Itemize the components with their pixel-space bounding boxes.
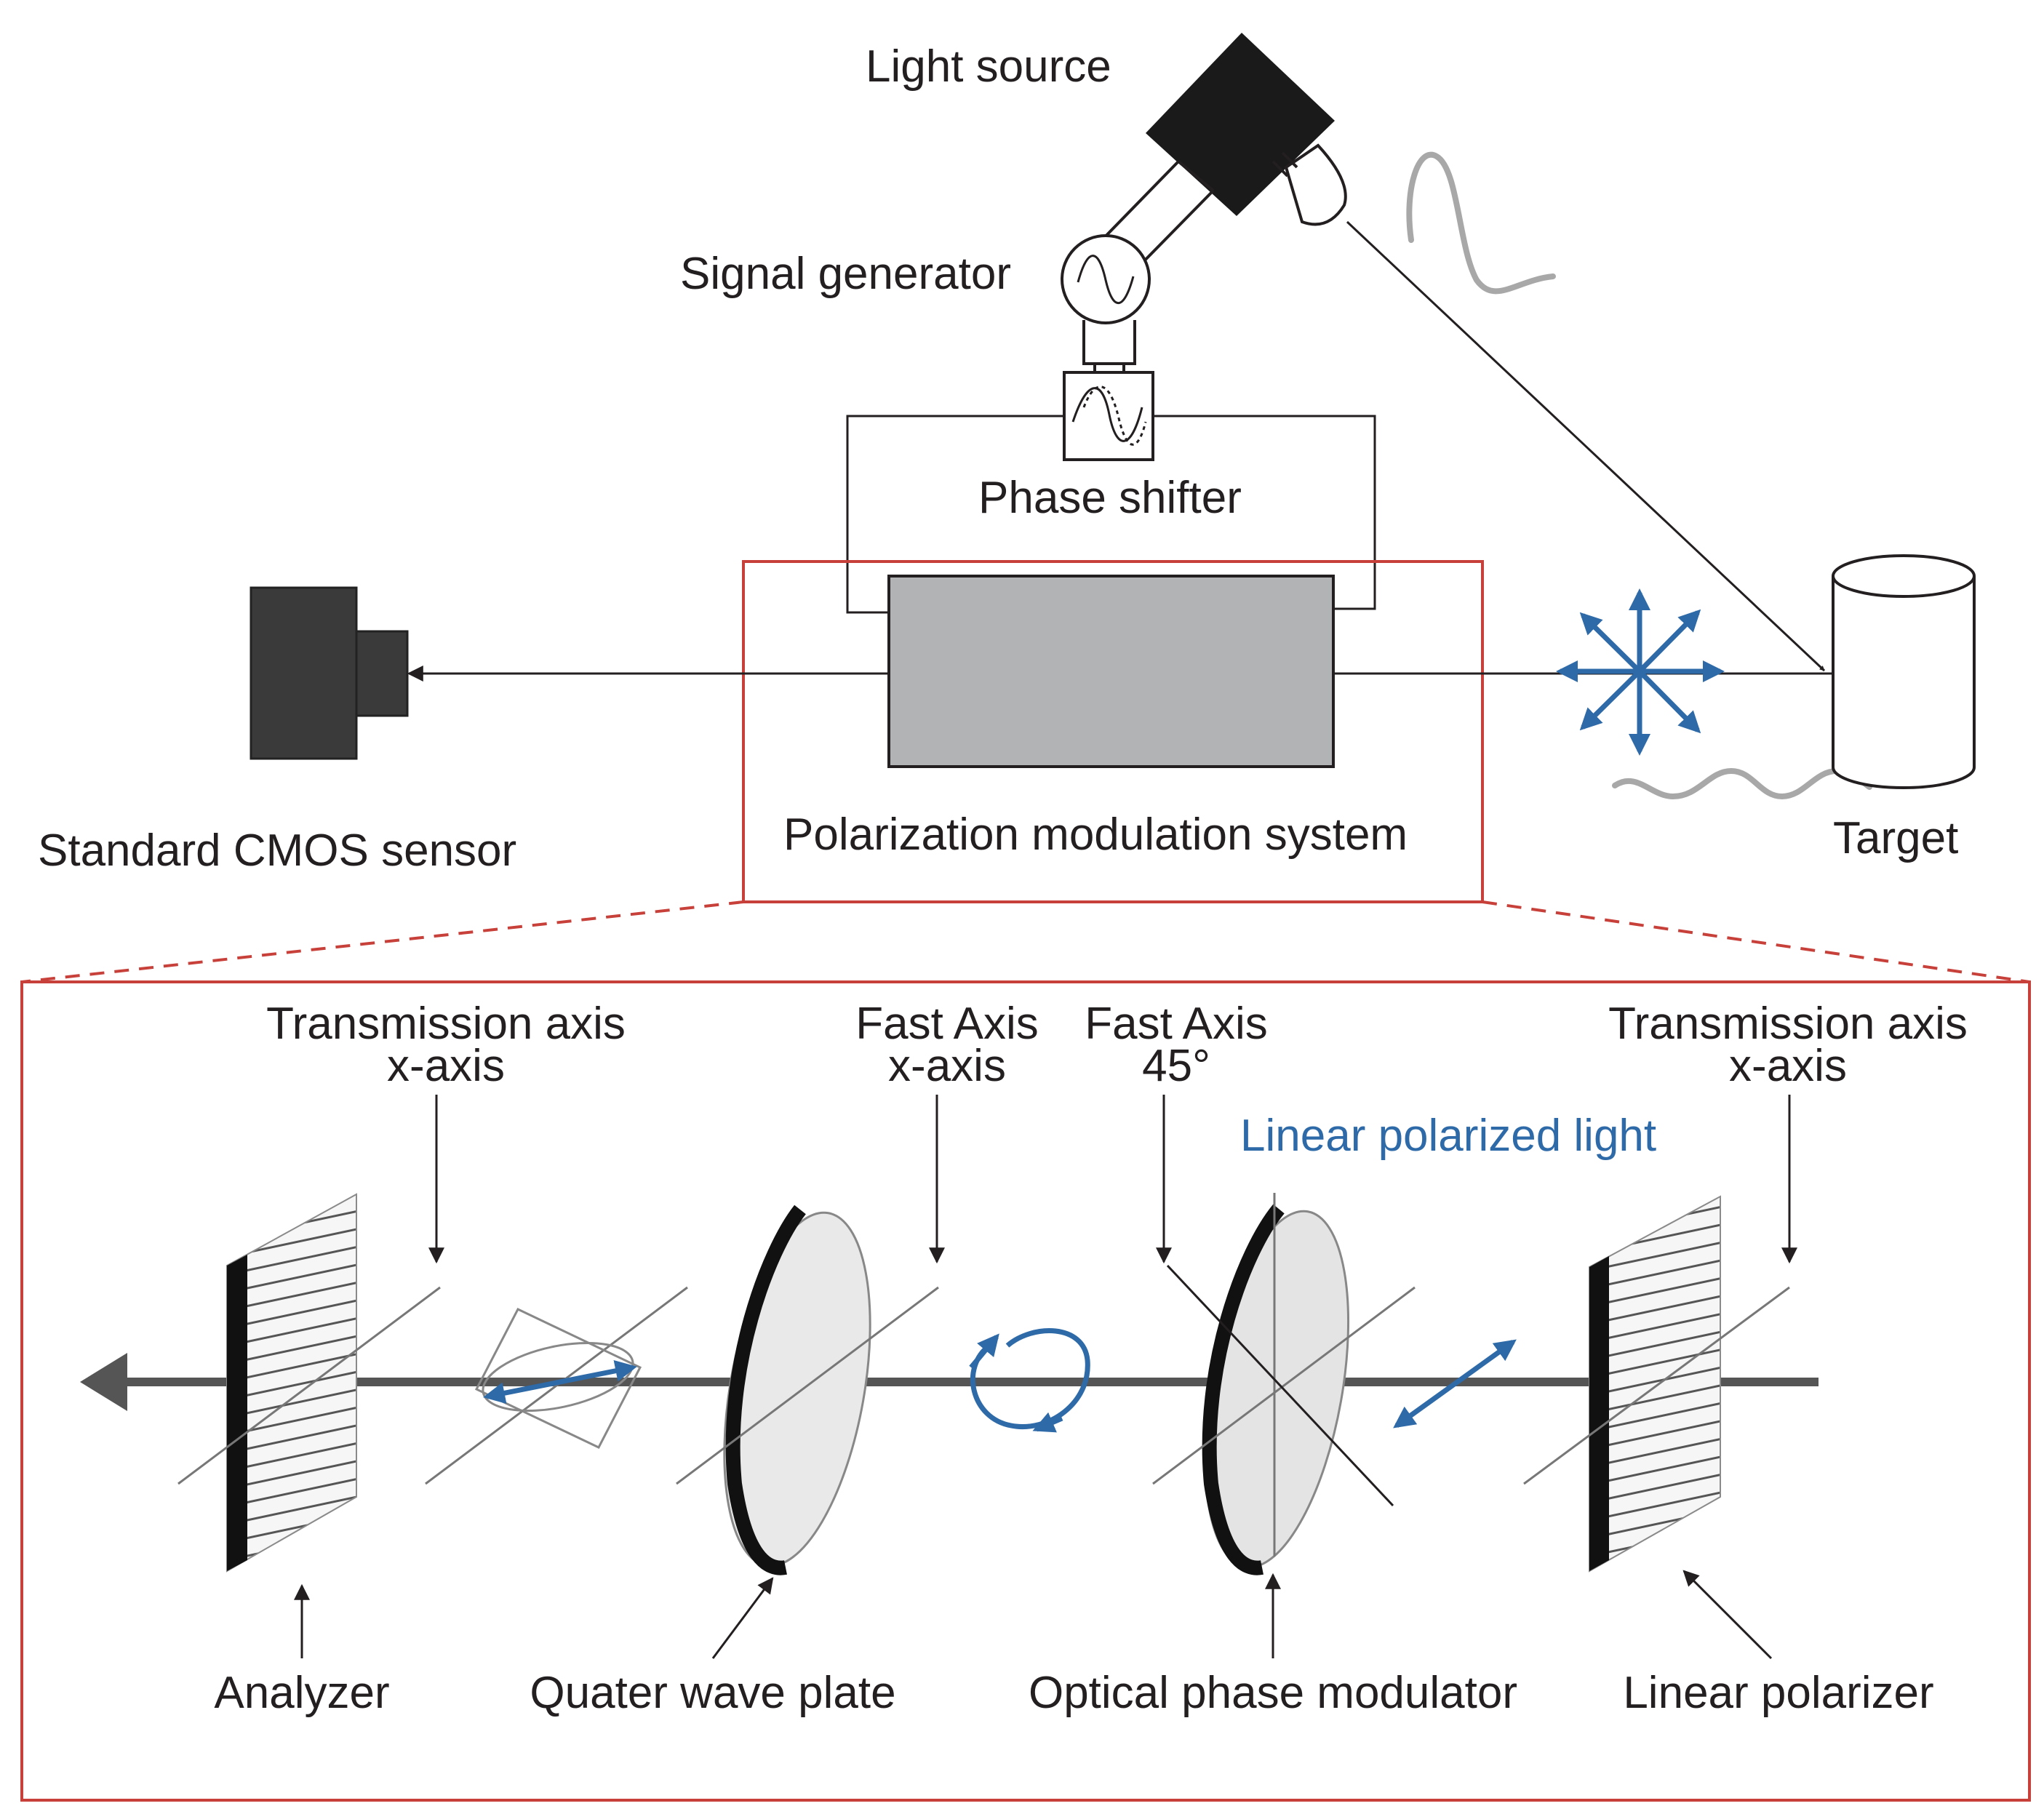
light-source-label: Light source bbox=[866, 41, 1111, 92]
zoom-line-right bbox=[1482, 900, 2030, 983]
quarter-wave-plate bbox=[676, 1204, 939, 1575]
polarizer-pointer bbox=[1682, 1570, 1773, 1660]
phase-shifter bbox=[1063, 371, 1154, 461]
polarizer-label: Linear polarizer bbox=[1623, 1668, 1933, 1718]
analyzer-axis-label-1: Transmission axis bbox=[266, 999, 626, 1049]
detail-frame bbox=[20, 980, 2031, 1802]
opm-axis-label-2: 45° bbox=[1142, 1041, 1210, 1091]
opm-axis-label-1: Fast Axis bbox=[1085, 999, 1268, 1049]
target-cylinder bbox=[1832, 554, 1976, 789]
linear-polarization-arrow bbox=[1393, 1339, 1517, 1429]
opm-label: Optical phase modulator bbox=[1029, 1668, 1517, 1718]
target-label: Target bbox=[1833, 813, 1958, 863]
reflected-light-wave bbox=[1612, 767, 1872, 800]
modulator-wiring bbox=[846, 415, 1376, 614]
analyzer-axis-label-2: x-axis bbox=[387, 1041, 505, 1091]
analyzer-label: Analyzer bbox=[214, 1668, 389, 1718]
cmos-label: Standard CMOS sensor bbox=[38, 826, 516, 876]
light-source bbox=[1146, 33, 1347, 226]
signal-generator-label: Signal generator bbox=[680, 249, 1011, 299]
qwp-pointer bbox=[711, 1577, 774, 1659]
zoom-line-left bbox=[21, 900, 744, 983]
signal-generator bbox=[1061, 234, 1151, 324]
linear-polarizer bbox=[1523, 1195, 1790, 1573]
elliptical-polarization-icon bbox=[969, 1328, 1090, 1433]
optical-axis-arrowhead bbox=[80, 1353, 127, 1411]
signal-wires bbox=[1082, 320, 1136, 372]
phase-shifter-label: Phase shifter bbox=[978, 473, 1242, 523]
optical-phase-modulator bbox=[1152, 1193, 1416, 1575]
pms-frame bbox=[742, 560, 1484, 903]
modulated-light-wave bbox=[1406, 151, 1556, 295]
linear-light-label: Linear polarized light bbox=[1240, 1111, 1656, 1161]
polarizer-axis-label-1: Transmission axis bbox=[1608, 999, 1968, 1049]
unpolarized-light-icon bbox=[1556, 588, 1725, 756]
illumination-beam bbox=[1346, 220, 1826, 672]
modulator-block bbox=[887, 575, 1335, 768]
qwp-axis-label-2: x-axis bbox=[888, 1041, 1006, 1091]
cmos-sensor bbox=[249, 586, 409, 760]
qwp-label: Quater wave plate bbox=[530, 1668, 895, 1718]
light-source-arm bbox=[1093, 160, 1215, 272]
output-polarization-icon bbox=[425, 1286, 688, 1485]
analyzer bbox=[177, 1193, 441, 1573]
polarizer-axis-label-2: x-axis bbox=[1729, 1041, 1847, 1091]
pms-label: Polarization modulation system bbox=[783, 810, 1408, 860]
qwp-axis-label-1: Fast Axis bbox=[855, 999, 1039, 1049]
